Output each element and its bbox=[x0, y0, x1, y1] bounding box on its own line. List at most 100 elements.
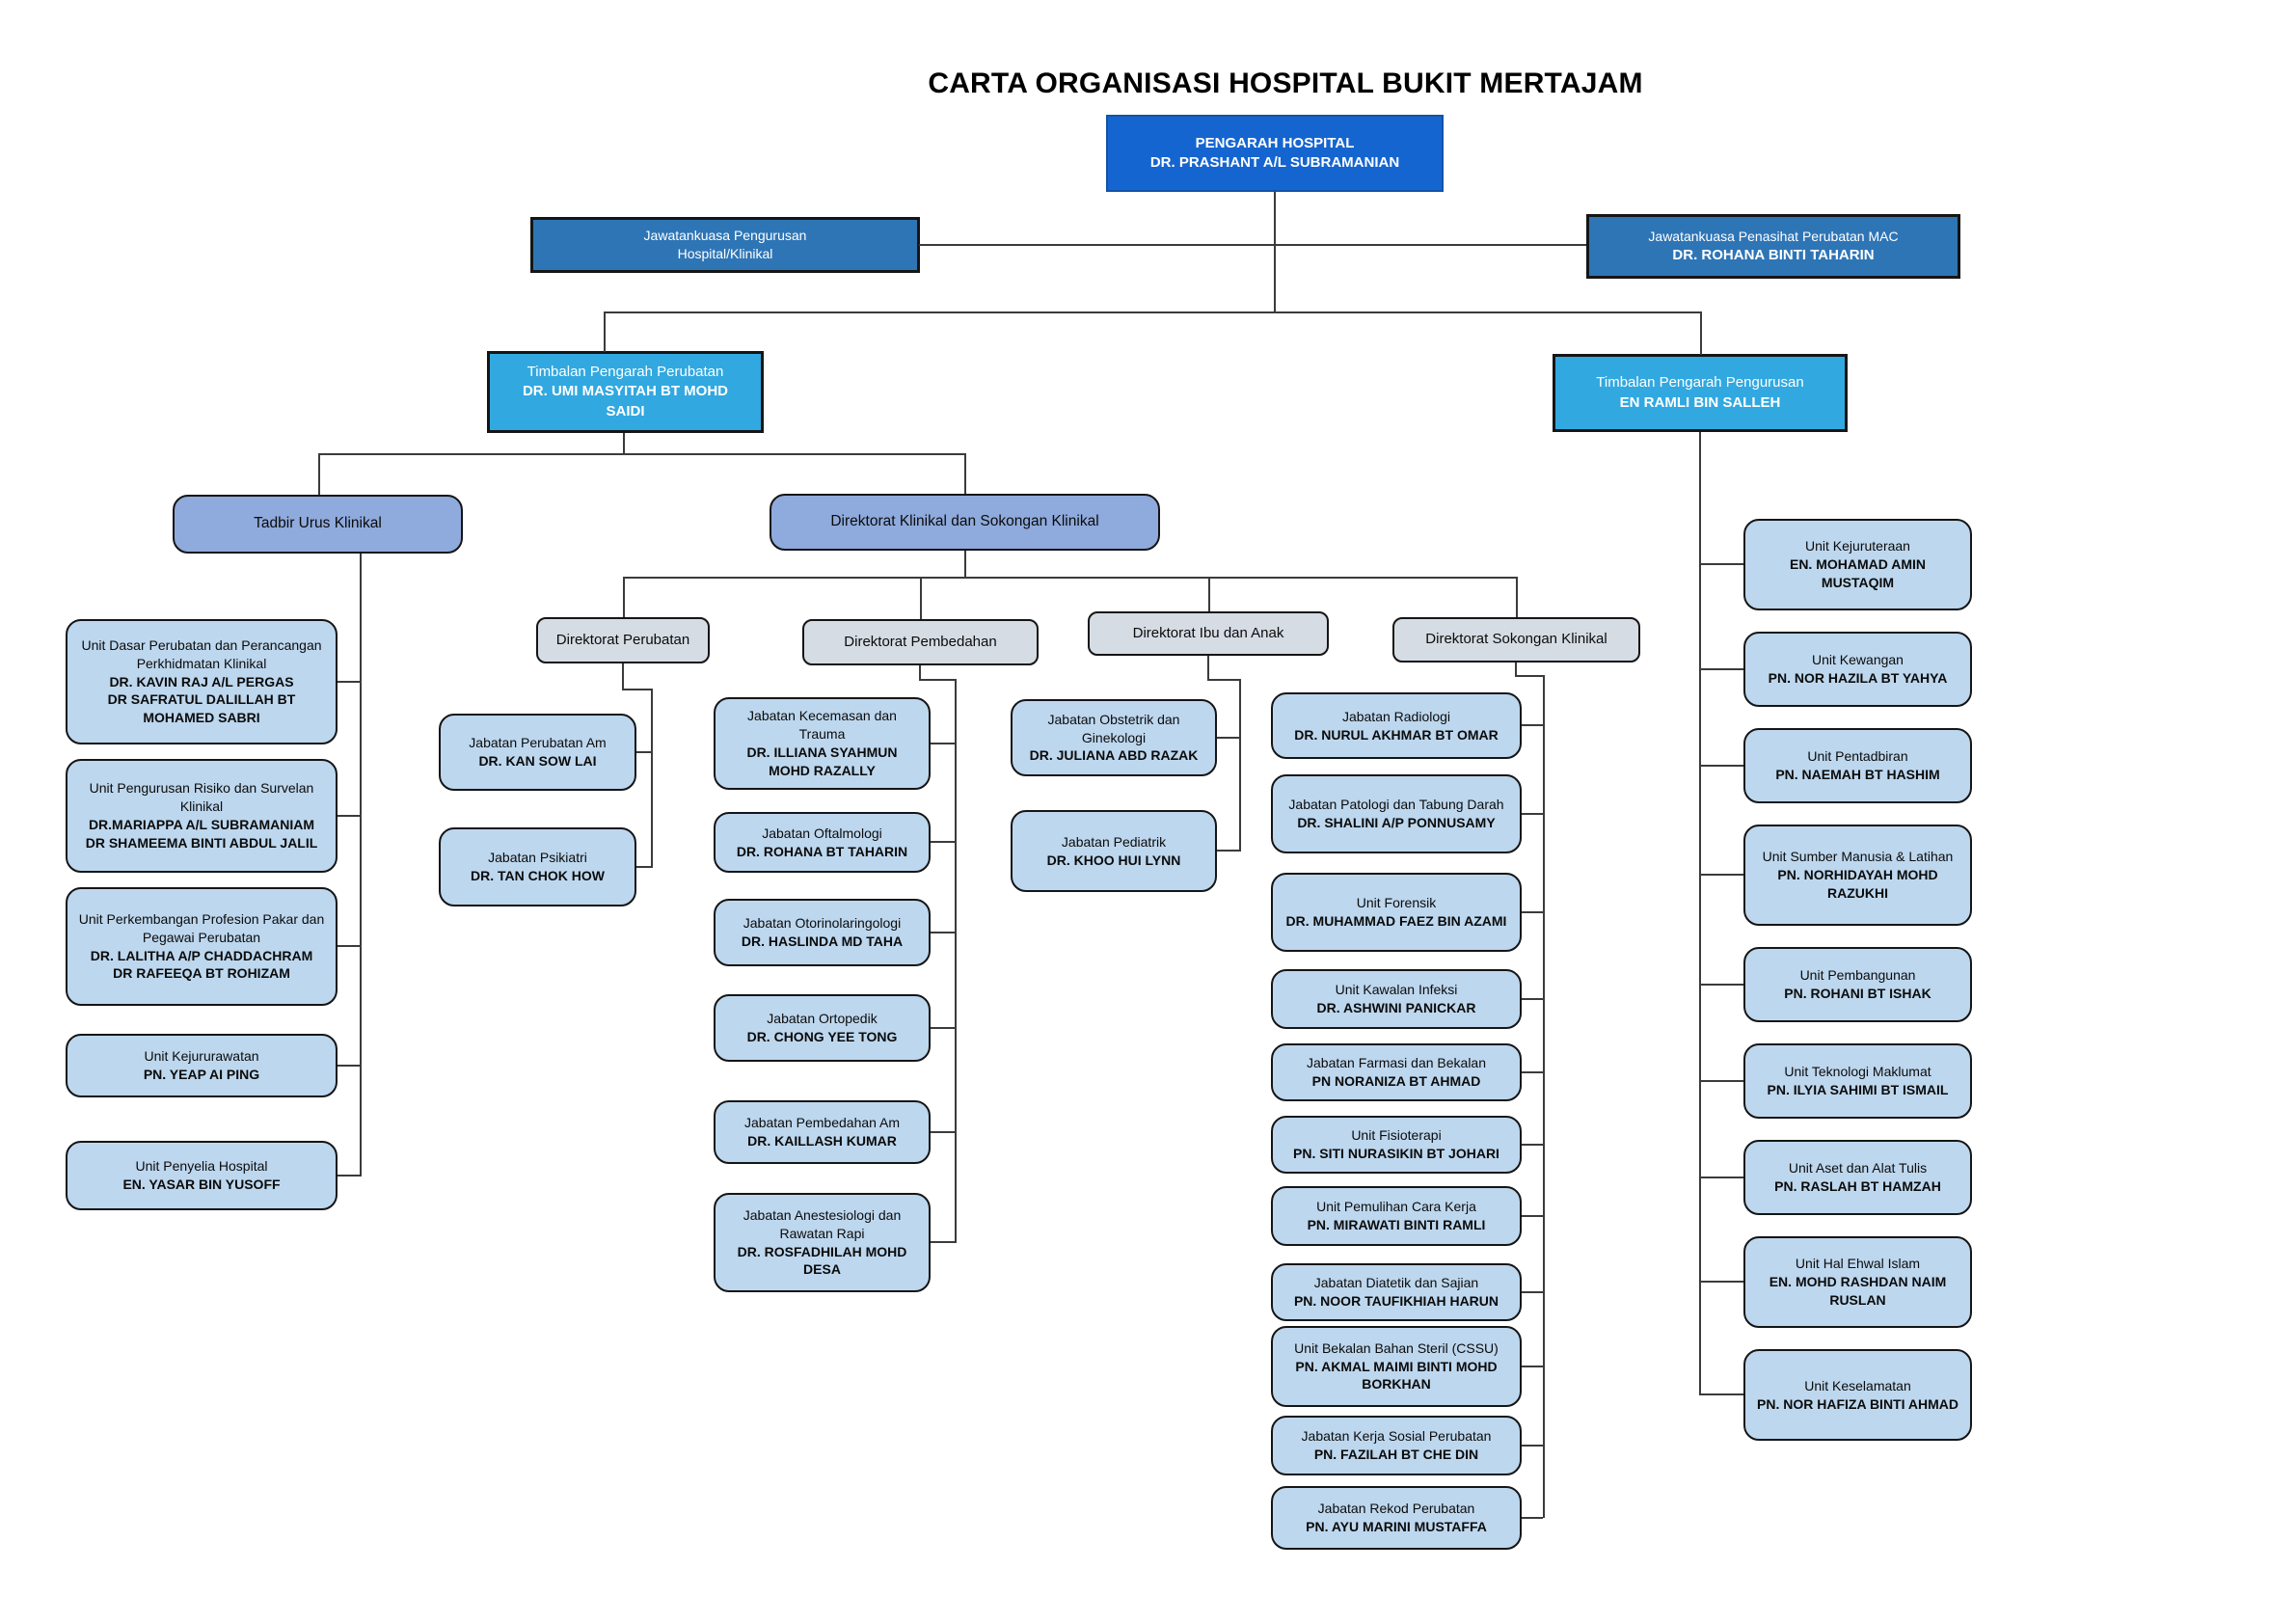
connector-line bbox=[1522, 724, 1543, 726]
connector-line bbox=[1207, 656, 1209, 681]
connector-line bbox=[1516, 578, 1518, 617]
unit-title: Jabatan Pediatrik bbox=[1061, 833, 1167, 850]
connector-line bbox=[920, 578, 922, 619]
unit-head: DR. ILLIANA SYAHMUN MOHD RAZALLY bbox=[746, 744, 898, 778]
unit-head: DR.MARIAPPA A/L SUBRAMANIAM bbox=[88, 817, 315, 832]
unit-title: Jabatan Otorinolaringologi bbox=[743, 915, 902, 932]
box-jawatankuasa-pengurusan: Jawatankuasa Pengurusan Hospital/Klinika… bbox=[530, 217, 920, 273]
unit-head: DR. KHOO HUI LYNN bbox=[1046, 852, 1181, 868]
connector-line bbox=[931, 1027, 955, 1029]
unit-title: Jabatan Obstetrik dan Ginekologi bbox=[1047, 711, 1180, 745]
connector-line bbox=[604, 312, 606, 352]
sokongan-unit-5: Unit Fisioterapi PN. SITI NURASIKIN BT J… bbox=[1271, 1116, 1522, 1174]
unit-head: DR. KAVIN RAJ A/L PERGAS bbox=[109, 673, 294, 690]
connector-line bbox=[1522, 1291, 1543, 1293]
sokongan-unit-9: Jabatan Kerja Sosial Perubatan PN. FAZIL… bbox=[1271, 1416, 1522, 1475]
unit-head: DR. SHALINI A/P PONNUSAMY bbox=[1297, 815, 1496, 830]
tadbir-unit-4: Unit Penyelia Hospital EN. YASAR BIN YUS… bbox=[66, 1141, 338, 1210]
connector-line bbox=[1701, 1281, 1743, 1283]
connector-line bbox=[604, 311, 1702, 313]
connector-line bbox=[1217, 737, 1239, 739]
connector-line bbox=[1274, 192, 1276, 312]
unit-head: PN. FAZILAH BT CHE DIN bbox=[1313, 1447, 1479, 1462]
unit-head-2: DR SHAMEEMA BINTI ABDUL JALIL bbox=[85, 834, 318, 851]
connector-line bbox=[931, 1131, 955, 1133]
unit-title: Jabatan Ortopedik bbox=[767, 1011, 878, 1027]
connector-line bbox=[1522, 1071, 1543, 1073]
pembedahan-unit-5: Jabatan Anestesiologi dan Rawatan Rapi D… bbox=[714, 1193, 931, 1292]
pembedahan-unit-2: Jabatan Otorinolaringologi DR. HASLINDA … bbox=[714, 899, 931, 966]
box-jawatankuasa-mac: Jawatankuasa Penasihat Perubatan MAC DR.… bbox=[1586, 214, 1960, 279]
connector-line bbox=[1701, 765, 1743, 767]
section-label: Direktorat Pembedahan bbox=[844, 633, 997, 650]
tadbir-unit-1: Unit Pengurusan Risiko dan Survelan Klin… bbox=[66, 759, 338, 873]
unit-head: PN. NOR HAZILA BT YAHYA bbox=[1768, 670, 1948, 686]
unit-head: PN. YEAP AI PING bbox=[143, 1067, 260, 1082]
unit-title: Jabatan Kerja Sosial Perubatan bbox=[1301, 1428, 1492, 1445]
connector-line bbox=[338, 681, 360, 683]
sokongan-unit-3: Unit Kawalan Infeksi DR. ASHWINI PANICKA… bbox=[1271, 969, 1522, 1029]
connector-line bbox=[919, 679, 957, 681]
unit-title: Unit Hal Ehwal Islam bbox=[1795, 1256, 1921, 1272]
unit-title: Unit Dasar Perubatan dan Perancangan Per… bbox=[81, 636, 322, 671]
sokongan-unit-6: Unit Pemulihan Cara Kerja PN. MIRAWATI B… bbox=[1271, 1186, 1522, 1246]
connector-line bbox=[919, 244, 1586, 246]
connector-line bbox=[1701, 563, 1743, 565]
connector-line bbox=[338, 1065, 360, 1067]
tadbir-unit-2: Unit Perkembangan Profesion Pakar dan Pe… bbox=[66, 887, 338, 1006]
unit-title: Unit Kawalan Infeksi bbox=[1335, 982, 1458, 998]
box-timbalan-pengarah-pengurusan: Timbalan Pengarah Pengurusan EN RAMLI BI… bbox=[1553, 354, 1848, 432]
connector-line bbox=[964, 551, 966, 579]
unit-head-2: DR RAFEEQA BT ROHIZAM bbox=[113, 965, 290, 982]
connector-line bbox=[623, 578, 625, 617]
sokongan-unit-4: Jabatan Farmasi dan Bekalan PN NORANIZA … bbox=[1271, 1043, 1522, 1101]
pembedahan-unit-0: Jabatan Kecemasan dan Trauma DR. ILLIANA… bbox=[714, 697, 931, 790]
connector-line bbox=[338, 1175, 360, 1177]
connector-line bbox=[1522, 1215, 1543, 1217]
connector-line bbox=[964, 454, 966, 494]
pengurusan-unit-2: Unit Pentadbiran PN. NAEMAH BT HASHIM bbox=[1743, 728, 1972, 803]
role-title: Timbalan Pengarah Perubatan bbox=[527, 364, 724, 381]
unit-title: Jabatan Rekod Perubatan bbox=[1317, 1501, 1475, 1517]
unit-title: Jabatan Perubatan Am bbox=[469, 735, 607, 751]
pengurusan-unit-5: Unit Teknologi Maklumat PN. ILYIA SAHIMI… bbox=[1743, 1043, 1972, 1119]
connector-line bbox=[622, 663, 624, 690]
pembedahan-unit-3: Jabatan Ortopedik DR. CHONG YEE TONG bbox=[714, 994, 931, 1062]
unit-head: DR. NURUL AKHMAR BT OMAR bbox=[1294, 726, 1499, 743]
connector-line bbox=[636, 751, 651, 753]
unit-head-2: DR SAFRATUL DALILLAH BT MOHAMED SABRI bbox=[107, 691, 296, 726]
unit-title: Jabatan Patologi dan Tabung Darah bbox=[1288, 797, 1504, 813]
connector-line bbox=[623, 433, 625, 455]
role-title: Jawatankuasa Pengurusan bbox=[643, 228, 807, 244]
connector-line bbox=[1515, 663, 1517, 677]
unit-head: PN. NORHIDAYAH MOHD RAZUKHI bbox=[1777, 867, 1938, 901]
unit-title: Jabatan Diatetik dan Sajian bbox=[1313, 1275, 1479, 1291]
connector-line bbox=[1522, 911, 1543, 913]
unit-title: Unit Aset dan Alat Tulis bbox=[1788, 1160, 1928, 1177]
sokongan-unit-7: Jabatan Diatetik dan Sajian PN. NOOR TAU… bbox=[1271, 1263, 1522, 1321]
pembedahan-unit-4: Jabatan Pembedahan Am DR. KAILLASH KUMAR bbox=[714, 1100, 931, 1164]
connector-line bbox=[318, 454, 320, 495]
unit-title: Unit Pemulihan Cara Kerja bbox=[1316, 1199, 1476, 1215]
box-direktorat-ibu-anak: Direktorat Ibu dan Anak bbox=[1088, 611, 1329, 656]
ibu-anak-unit-0: Jabatan Obstetrik dan Ginekologi DR. JUL… bbox=[1011, 699, 1217, 776]
box-direktorat-perubatan: Direktorat Perubatan bbox=[536, 617, 710, 663]
unit-head: EN. YASAR BIN YUSOFF bbox=[122, 1177, 281, 1192]
pengurusan-unit-7: Unit Hal Ehwal Islam EN. MOHD RASHDAN NA… bbox=[1743, 1236, 1972, 1328]
connector-line bbox=[360, 554, 362, 1177]
box-direktorat-pembedahan: Direktorat Pembedahan bbox=[802, 619, 1039, 665]
unit-title: Jabatan Anestesiologi dan Rawatan Rapi bbox=[743, 1206, 902, 1241]
unit-head: PN. NAEMAH BT HASHIM bbox=[1775, 767, 1940, 782]
person-name: DR. UMI MASYITAH BT MOHD SAIDI bbox=[522, 383, 729, 419]
unit-title: Unit Pembangunan bbox=[1799, 967, 1916, 984]
connector-line bbox=[1217, 850, 1239, 852]
unit-title: Unit Penyelia Hospital bbox=[135, 1158, 268, 1175]
sokongan-unit-2: Unit Forensik DR. MUHAMMAD FAEZ BIN AZAM… bbox=[1271, 873, 1522, 952]
connector-line bbox=[931, 841, 955, 843]
unit-title: Unit Pengurusan Risiko dan Survelan Klin… bbox=[89, 780, 314, 815]
connector-line bbox=[1522, 1445, 1543, 1447]
box-direktorat-sokongan-klinikal: Direktorat Sokongan Klinikal bbox=[1392, 617, 1640, 663]
section-label: Direktorat Sokongan Klinikal bbox=[1425, 631, 1607, 648]
tadbir-unit-0: Unit Dasar Perubatan dan Perancangan Per… bbox=[66, 619, 338, 744]
